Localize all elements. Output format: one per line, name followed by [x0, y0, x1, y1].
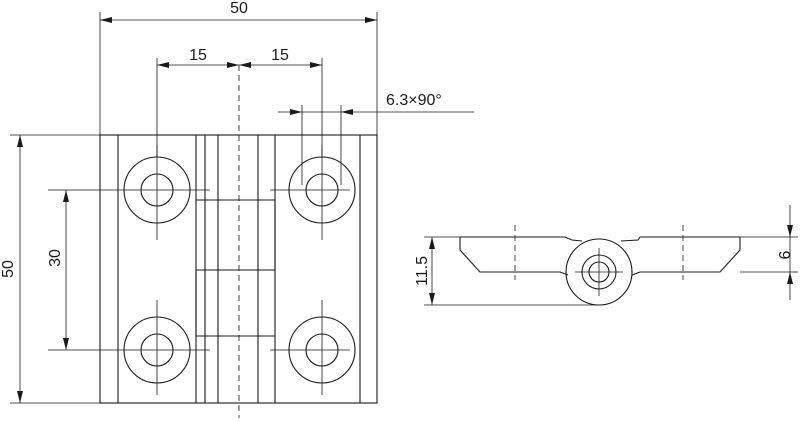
dim-right-offset-label: 15 [271, 47, 289, 64]
dim-overall-width: 50 [99, 0, 378, 135]
dim-overall-width-label: 50 [230, 0, 248, 17]
dim-right-offset: 15 [239, 47, 323, 157]
dim-overall-height: 50 [0, 134, 100, 404]
hole-top-right [288, 145, 356, 240]
dim-side-height: 11.5 [414, 236, 599, 306]
dim-left-offset: 15 [156, 47, 239, 157]
hole-bottom-right [288, 300, 356, 395]
hole-top-left [123, 145, 191, 240]
front-view [48, 65, 378, 418]
dim-leaf-thickness-label: 6 [777, 250, 794, 259]
dim-countersink-label: 6.3×90° [386, 92, 442, 109]
dim-countersink: 6.3×90° [278, 92, 474, 185]
side-view [459, 225, 741, 306]
dim-leaf-thickness: 6 [740, 205, 798, 300]
dim-hole-spacing-label: 30 [47, 249, 64, 267]
hinge-plate-outline [99, 134, 378, 404]
hole-bottom-left [123, 300, 191, 395]
dim-left-offset-label: 15 [189, 47, 207, 64]
dim-overall-height-label: 50 [0, 260, 17, 278]
dim-hole-spacing: 30 [47, 190, 69, 350]
dim-side-height-label: 11.5 [414, 256, 431, 286]
